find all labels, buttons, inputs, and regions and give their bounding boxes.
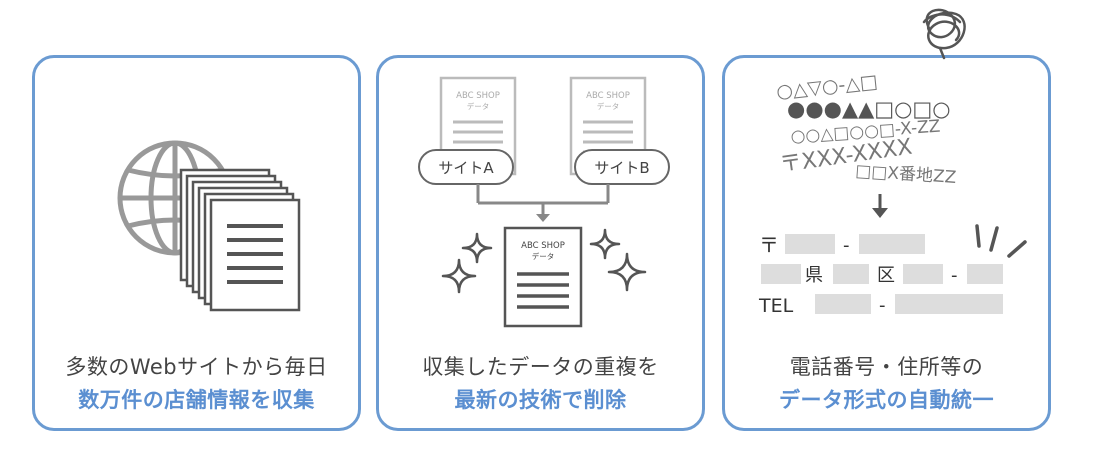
address-field-1	[761, 264, 801, 284]
collect-highlight: 数万件の店舗情報を収集	[78, 388, 315, 412]
doc-a-subtitle: データ	[467, 101, 490, 111]
site-a-badge: サイトA	[418, 149, 514, 185]
tel-field-1	[815, 294, 871, 314]
dedupe-caption: 収集したデータの重複を	[422, 355, 659, 379]
collect-caption: 多数のWebサイトから毎日	[65, 355, 328, 379]
normalize-caption: 電話番号・住所等の	[789, 355, 984, 379]
doc-b-title: ABC SHOP	[586, 91, 630, 101]
dash: -	[843, 235, 850, 256]
normalize-illustration: ○△▽○-△□ ●●●▲▲□○□○ ○○△□○○□-X-ZZ 〒XXX-XXXX…	[758, 70, 1027, 317]
normalize-highlight: データ形式の自動統一	[779, 388, 994, 412]
doc-b-subtitle: データ	[597, 101, 620, 111]
site-b-label: サイトB	[594, 159, 649, 177]
scribble-icon	[922, 8, 966, 60]
site-b-badge: サイトB	[574, 149, 670, 185]
address-field-2	[833, 264, 869, 284]
dash: -	[951, 265, 958, 286]
sparkle-icon	[607, 252, 647, 292]
document-lines	[227, 224, 283, 284]
postal-field-1	[785, 234, 835, 254]
arrow-down-icon	[872, 194, 888, 218]
result-doc-subtitle: データ	[532, 251, 555, 261]
sparkle-icon	[441, 258, 477, 294]
ward-label: 区	[877, 265, 895, 286]
collect-illustration	[117, 140, 301, 312]
result-doc-title: ABC SHOP	[521, 241, 565, 251]
emphasis-lines-icon	[975, 224, 1027, 258]
messy-row-2: ●●●▲▲□○□○	[787, 97, 951, 121]
sparkle-icon	[461, 232, 493, 264]
postal-field-2	[859, 234, 925, 254]
sparkle-icon	[589, 228, 621, 260]
card-dedupe: ABC SHOP データ ABC SHOP データ サイトA サイトB	[376, 55, 705, 431]
postal-mark: 〒	[759, 233, 779, 257]
dash: -	[879, 295, 886, 316]
tel-field-2	[895, 294, 1003, 314]
doc-a-title: ABC SHOP	[456, 91, 500, 101]
tel-label: TEL	[758, 295, 794, 317]
dedupe-illustration: ABC SHOP データ ABC SHOP データ サイトA サイトB	[418, 76, 670, 328]
arrow-down-icon	[536, 214, 550, 222]
card-normalize: ○△▽○-△□ ●●●▲▲□○□○ ○○△□○○□-X-ZZ 〒XXX-XXXX…	[722, 55, 1051, 431]
dedupe-highlight: 最新の技術で削除	[454, 388, 627, 412]
address-field-3	[903, 264, 943, 284]
messy-row-5: □□X番地ZZ	[855, 161, 957, 188]
address-field-4	[967, 264, 1003, 284]
prefecture-label: 県	[805, 265, 823, 286]
card-collect: 多数のWebサイトから毎日 数万件の店舗情報を収集	[32, 55, 361, 431]
merge-connector	[476, 184, 610, 216]
site-a-label: サイトA	[438, 159, 494, 177]
document-icon: ABC SHOP データ	[503, 226, 583, 328]
